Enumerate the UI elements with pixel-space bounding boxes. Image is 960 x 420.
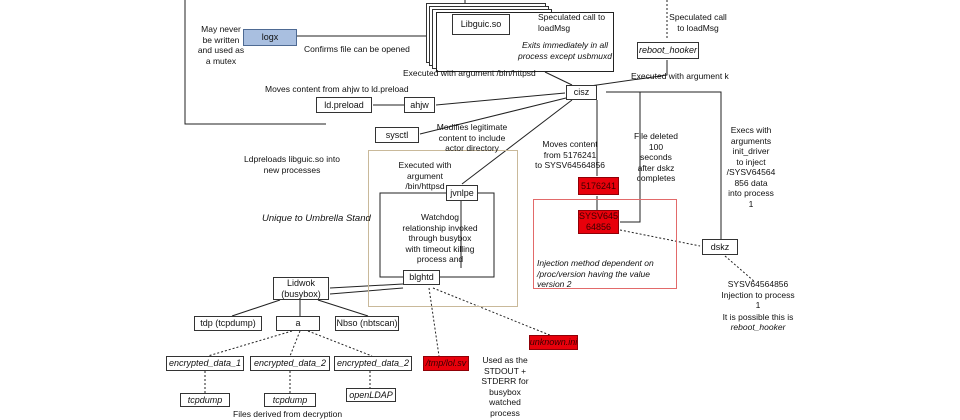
exec-httpsd-label: Executed with argument /bin/httpsd (403, 68, 536, 78)
cisz-to-dskz (606, 91, 722, 240)
blghtd-to-tmp (428, 287, 440, 357)
tcpdump1-node[interactable]: tcpdump (180, 393, 230, 407)
sysv-inject-label: SYSV64564856 Injection to process 1 (721, 279, 795, 310)
umbrella-stand-frame (368, 150, 518, 307)
blghtd-to-unknown (432, 287, 553, 337)
injection-method-label: Injection method dependent on /proc/vers… (537, 258, 654, 289)
enc2a-node[interactable]: encrypted_data_2 (250, 356, 330, 371)
a-to-enc2b (307, 330, 373, 357)
tdp-node[interactable]: tdp (tcpdump) (194, 316, 262, 331)
tmp-lol-node[interactable]: /tmp/lol.sv (423, 356, 469, 371)
a-node[interactable]: a (276, 316, 320, 331)
libguic-to-cisz (544, 71, 573, 86)
libguic-node[interactable]: Libguic.so (452, 14, 510, 35)
lidwok-node[interactable]: Lidwok (busybox) (273, 277, 329, 300)
logx-node[interactable]: logx (243, 29, 297, 46)
reboot-to-cisz (589, 60, 668, 87)
dskz-node[interactable]: dskz (702, 239, 738, 255)
reboot-hooker-node[interactable]: reboot_hooker (637, 42, 699, 59)
may-never-label: May never be written and used as a mutex (197, 24, 245, 66)
tcpdump2-node[interactable]: tcpdump (264, 393, 316, 407)
lidwok-to-nbso (317, 299, 369, 317)
watchdog-loop-right (440, 192, 495, 278)
openldap-node[interactable]: openLDAP (346, 388, 396, 402)
sysv-to-dskz (619, 229, 701, 247)
sysv-label: SYSV645 64856 (578, 211, 619, 232)
a-to-enc2a (289, 330, 301, 357)
enc2b-node[interactable]: encrypted_data_2 (334, 356, 412, 371)
lidwok-to-blghtd (329, 287, 404, 295)
confirms-label: Confirms file can be opened (304, 44, 410, 54)
cisz-to-jvnlpe (461, 99, 573, 185)
moves-ahjw-label: Moves content from ahjw to ld.preload (265, 84, 409, 94)
unknown-ini-node[interactable]: unknown.ini (529, 335, 578, 350)
lidwok-label: Lidwok (busybox) (281, 277, 321, 299)
blghtd-node[interactable]: blghtd (403, 270, 440, 285)
exec-k-label: Executed with argument k (631, 71, 729, 81)
dskz-to-inject (724, 255, 756, 283)
file-deleted-label: File deleted 100 seconds after dskz comp… (634, 131, 678, 183)
watchdog-label: Watchdog relationship invoked through bu… (402, 212, 478, 264)
moves-5176-label: Moves content from 5176241 to SYSV645648… (535, 139, 605, 170)
ldpreloads-label: Ldpreloads libguic.so into new processes (244, 154, 340, 175)
cisz-to-ahjw (435, 92, 566, 106)
exec-httpsd2-label: Executed with argument /bin/httpsd (398, 160, 452, 191)
possible-name-label: reboot_hooker (730, 322, 786, 332)
cisz-node[interactable]: cisz (566, 85, 597, 100)
injection-method-frame (533, 199, 677, 289)
a-to-enc1 (207, 330, 293, 357)
stdout-label: Used as the STDOUT + STDERR for busybox … (481, 355, 529, 418)
spec1-label: Speculated call to loadMsg (538, 12, 606, 33)
sysctl-node[interactable]: sysctl (375, 127, 419, 143)
enc1-node[interactable]: encrypted_data_1 (166, 356, 244, 371)
jvnlpe-node[interactable]: jvnlpe (446, 185, 478, 201)
unique-label: Unique to Umbrella Stand (262, 213, 371, 224)
watchdog-loop (379, 192, 446, 278)
nbso-node[interactable]: Nbso (nbtscan) (335, 316, 399, 331)
spec2-label: Speculated call to loadMsg (669, 12, 727, 33)
execs-args-label: Execs with arguments init_driver to inje… (726, 125, 776, 209)
ahjw-node[interactable]: ahjw (404, 97, 435, 113)
possible-label: It is possible this is (722, 312, 794, 322)
blghtd-to-lidwok (329, 283, 404, 289)
lidwok-to-tdp (231, 299, 281, 317)
5176241-node[interactable]: 5176241 (578, 177, 619, 195)
exits-label: Exits immediately in all process except … (517, 40, 613, 61)
sysv64564856-node[interactable]: SYSV645 64856 (578, 210, 619, 234)
outer-loop-line (184, 0, 326, 125)
files-derived-label: Files derived from decryption (233, 409, 343, 419)
modifies-label: Modifies legitimate content to include a… (436, 122, 508, 153)
cisz-to-sysctl (419, 97, 567, 135)
ldpreload-node[interactable]: ld.preload (316, 97, 372, 113)
